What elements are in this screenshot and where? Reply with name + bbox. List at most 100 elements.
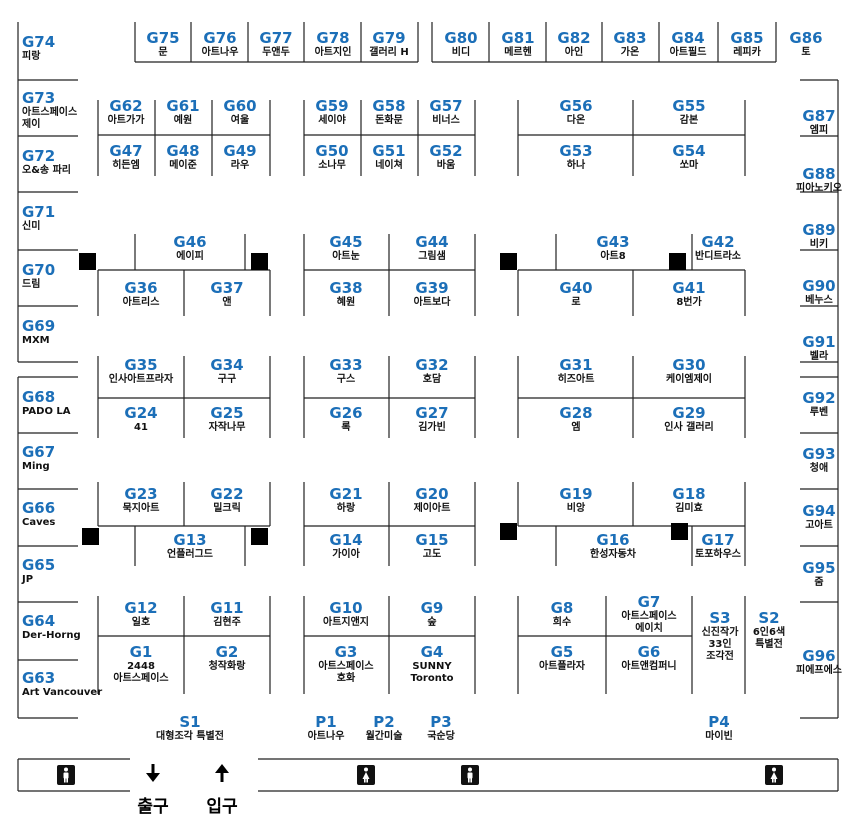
booth-code: G50	[315, 142, 349, 160]
booth-code: G91	[802, 333, 836, 351]
booth-code: G20	[415, 485, 449, 503]
booth-name: 밀크릭	[213, 503, 241, 514]
booth-code: G2	[215, 643, 239, 661]
pillar	[671, 523, 688, 540]
booth-name: 호화	[336, 673, 356, 684]
booth-code: G88	[802, 165, 836, 183]
booth-name: 아트8	[600, 251, 626, 262]
booth-code: G3	[334, 643, 358, 661]
booth-name: 오&송 파리	[22, 165, 72, 176]
booth-code: G71	[22, 203, 56, 221]
booth-name: 하랑	[336, 503, 356, 514]
booth-name: 마이빈	[705, 731, 733, 742]
booth-code: G54	[672, 142, 706, 160]
booth-name: 토	[801, 47, 811, 58]
booth-code: G17	[701, 531, 735, 549]
booth-code: S2	[758, 609, 780, 627]
pillar	[500, 523, 517, 540]
booth-code: G45	[329, 233, 363, 251]
booth-name: 인사아트프라자	[108, 374, 174, 385]
booth-name: 8번가	[676, 297, 702, 308]
booth-name: 일호	[131, 617, 151, 628]
booth-code: G76	[203, 29, 237, 47]
booth-code: G57	[429, 97, 463, 115]
booth-name: 앤	[222, 297, 232, 308]
booth-name: 아트가가	[107, 115, 145, 126]
booth-name: Ming	[22, 461, 50, 472]
booth-code: G86	[789, 29, 823, 47]
booth-code: G52	[429, 142, 463, 160]
booth-name: 감본	[679, 115, 699, 126]
booth-code: G5	[550, 643, 574, 661]
booth-code: G36	[124, 279, 158, 297]
booth-name: 피에프에스	[796, 665, 842, 676]
booth-name: 엠	[571, 422, 581, 433]
booth-name: Toronto	[410, 673, 454, 684]
pillar	[251, 528, 268, 545]
booth-name: 제이아트	[413, 503, 451, 514]
booth-name: 가이아	[332, 549, 360, 560]
restroom-icon	[57, 765, 75, 785]
booth-code: P3	[430, 713, 452, 731]
booth-name: 숲	[427, 617, 437, 628]
booth-code: G9	[420, 599, 444, 617]
booth-code: G67	[22, 443, 56, 461]
booth-name: 특별전	[755, 639, 783, 650]
booth-code: G49	[223, 142, 257, 160]
booth-code: G79	[372, 29, 406, 47]
booth-code: G66	[22, 499, 56, 517]
booth-code: G70	[22, 261, 56, 279]
booth-name: Art Vancouver	[22, 687, 103, 698]
booth-name: 토포하우스	[695, 549, 741, 560]
pillar	[79, 253, 96, 270]
booth-name: 청애	[809, 463, 829, 474]
booth-code: G27	[415, 404, 449, 422]
booth-name: 쏘마	[679, 160, 699, 171]
booth-name: 세이야	[318, 115, 346, 126]
booth-name: 고도	[422, 549, 442, 560]
booth-name: 인사 갤러리	[664, 422, 714, 433]
booth-name: 비너스	[432, 115, 460, 126]
booth-code: G53	[559, 142, 593, 160]
booth-code: G1	[129, 643, 153, 661]
booth-name: 피아노키오	[796, 183, 842, 194]
booth-name: 바움	[436, 160, 456, 171]
booth-name: 로	[571, 297, 581, 308]
booth-name: 33인	[708, 639, 732, 650]
booth-code: S3	[709, 609, 731, 627]
booth-name: 월간미술	[365, 731, 403, 742]
booth-name: 아트리스	[122, 297, 160, 308]
booth-name: 대형조각 특별전	[156, 731, 224, 742]
